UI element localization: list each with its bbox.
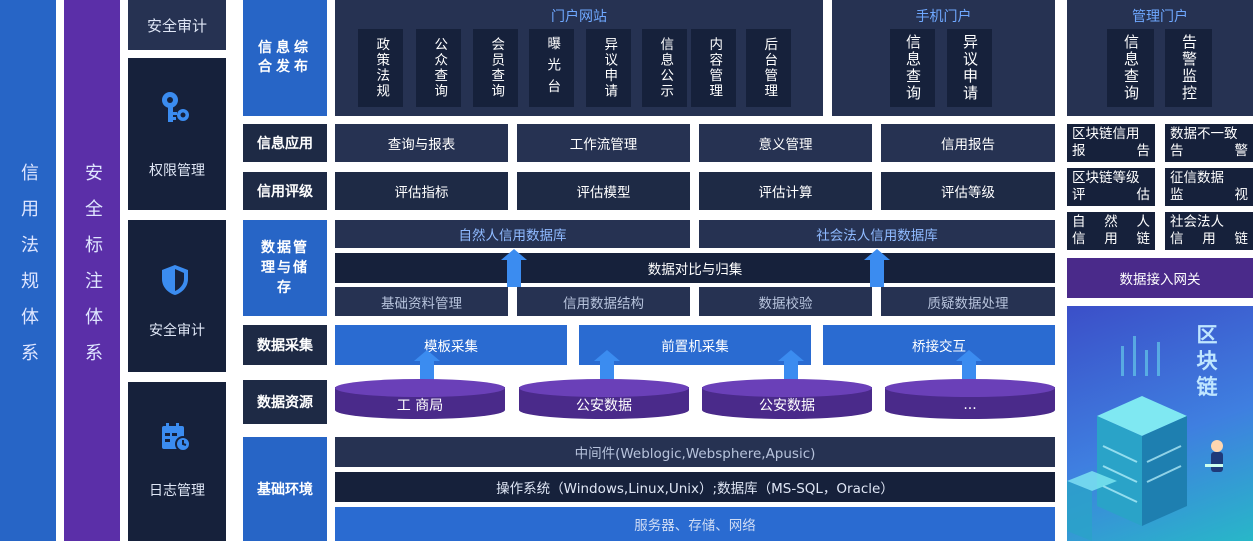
info-app-meaning[interactable]: 意义管理	[699, 124, 872, 162]
mobile-portal-panel: 手机门户 信息查询 异议申请	[832, 0, 1055, 116]
server-tower-graphic	[1067, 336, 1223, 541]
source-more[interactable]: ...	[885, 379, 1055, 419]
audit-top-label: 安全审计	[146, 16, 207, 35]
portal-item-info-publicity[interactable]: 信息公示	[642, 29, 687, 107]
security-standard-column: 安全标注体系	[64, 0, 120, 541]
legal-system-column: 信用法规体系	[0, 0, 56, 541]
bc-credit-monitor[interactable]: 征信数据 监视	[1165, 168, 1253, 206]
bc-credit-report[interactable]: 区块链信用 报告	[1067, 124, 1155, 162]
data-sub-basic[interactable]: 基础资料管理	[335, 287, 508, 316]
mgmt-item-alert-monitor[interactable]: 告警监控	[1165, 29, 1212, 107]
legal-entity-db[interactable]: 社会法人信用数据库	[699, 220, 1055, 248]
shield-icon	[160, 264, 190, 296]
legal-system-label: 信用法规体系	[18, 162, 39, 379]
up-arrow-source-1	[414, 350, 440, 381]
env-middleware: 中间件(Weblogic,Websphere,Apusic)	[335, 437, 1055, 467]
data-compare-collect[interactable]: 数据对比与归集	[335, 253, 1055, 283]
portal-item-policy[interactable]: 政策法规	[358, 29, 403, 107]
security-audit-panel: 安全审计	[128, 220, 226, 372]
data-sub-structure[interactable]: 信用数据结构	[517, 287, 690, 316]
bc-level-eval[interactable]: 区块链等级 评估	[1067, 168, 1155, 206]
collect-bridge[interactable]: 桥接交互	[823, 325, 1055, 365]
rating-level[interactable]: 评估等级	[881, 172, 1055, 210]
data-access-gateway[interactable]: 数据接入网关	[1067, 258, 1253, 298]
natural-person-db[interactable]: 自然人信用数据库	[335, 220, 690, 248]
up-arrow-source-4	[956, 350, 982, 381]
row-label-data-source: 数据资源	[243, 380, 327, 424]
row-label-info-app: 信息应用	[243, 124, 327, 162]
bc-natural-chain[interactable]: 自然人 信用链	[1067, 212, 1155, 250]
mgmt-portal-panel: 管理门户 信息查询 告警监控	[1067, 0, 1253, 116]
mobile-item-objection[interactable]: 异议申请	[947, 29, 992, 107]
row-label-data-collect: 数据采集	[243, 325, 327, 365]
portal-item-content-mgmt[interactable]: 内容管理	[691, 29, 736, 107]
portal-website-title: 门户网站	[551, 9, 607, 25]
mobile-item-info-query[interactable]: 信息查询	[890, 29, 935, 107]
portal-item-objection[interactable]: 异议申请	[586, 29, 631, 107]
portal-website-panel: 门户网站 政策法规 公众查询 会员查询 曝光台 异议申请 信息公示 内容管理 后…	[335, 0, 823, 116]
source-police-1[interactable]: 公安数据	[519, 379, 689, 419]
row-label-data-mgmt: 数据管理与储存	[243, 220, 327, 316]
log-panel: 日志管理	[128, 382, 226, 541]
mgmt-portal-title: 管理门户	[1132, 9, 1188, 25]
source-commerce[interactable]: 工 商局	[335, 379, 505, 419]
calendar-clock-icon	[160, 422, 190, 452]
info-app-workflow[interactable]: 工作流管理	[517, 124, 690, 162]
security-standard-label: 安全标注体系	[82, 162, 103, 379]
portal-item-public-query[interactable]: 公众查询	[416, 29, 461, 107]
blockchain-illustration: 区块链	[1067, 306, 1253, 541]
source-police-2[interactable]: 公安数据	[702, 379, 872, 419]
portal-item-member-query[interactable]: 会员查询	[473, 29, 518, 107]
mgmt-item-info-query[interactable]: 信息查询	[1107, 29, 1154, 107]
row-label-info-publish: 信息综合发布	[243, 0, 327, 116]
up-arrow-legal	[864, 249, 890, 287]
data-sub-doubt[interactable]: 质疑数据处理	[881, 287, 1055, 316]
data-sub-validation[interactable]: 数据校验	[699, 287, 872, 316]
security-audit-label: 安全审计	[149, 323, 205, 339]
rating-indicator[interactable]: 评估指标	[335, 172, 508, 210]
blockchain-title: 区块链	[1196, 323, 1218, 399]
env-hardware: 服务器、存储、网络	[335, 507, 1055, 541]
rating-model[interactable]: 评估模型	[517, 172, 690, 210]
log-label: 日志管理	[149, 483, 205, 499]
up-arrow-source-2	[594, 350, 620, 381]
permission-panel: 权限管理	[128, 58, 226, 210]
collect-template[interactable]: 模板采集	[335, 325, 567, 365]
mobile-portal-title: 手机门户	[915, 9, 972, 25]
up-arrow-natural	[501, 249, 527, 287]
env-os-db: 操作系统（Windows,Linux,Unix）;数据库（MS-SQL，Orac…	[335, 472, 1055, 502]
bc-legal-chain[interactable]: 社会法人 信用链	[1165, 212, 1253, 250]
info-app-query-report[interactable]: 查询与报表	[335, 124, 508, 162]
portal-item-backend-mgmt[interactable]: 后台管理	[746, 29, 791, 107]
rating-calculation[interactable]: 评估计算	[699, 172, 872, 210]
audit-top-panel: 安全审计	[128, 0, 226, 50]
row-label-credit-rating: 信用评级	[243, 172, 327, 210]
key-gear-icon	[158, 90, 192, 124]
permission-label: 权限管理	[149, 163, 205, 179]
row-label-base-env: 基础环境	[243, 437, 327, 541]
info-app-credit-report[interactable]: 信用报告	[881, 124, 1055, 162]
up-arrow-source-3	[778, 350, 804, 381]
portal-item-exposure[interactable]: 曝光台	[529, 29, 574, 107]
bc-data-inconsistency[interactable]: 数据不一致 告警	[1165, 124, 1253, 162]
